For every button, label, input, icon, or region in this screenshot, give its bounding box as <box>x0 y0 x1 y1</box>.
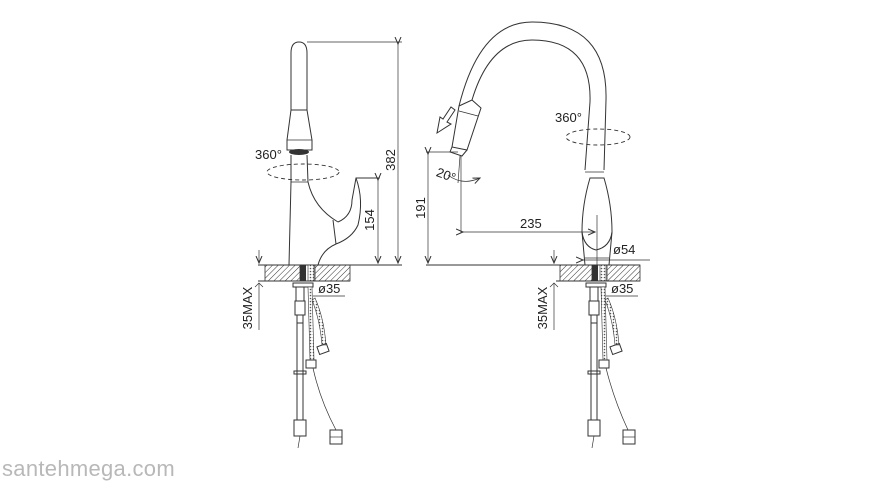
dim-o54: ø54 <box>613 242 635 257</box>
dim-235: 235 <box>520 216 542 231</box>
pull-out-arrow-icon <box>436 106 456 135</box>
dim-191: 191 <box>413 197 428 219</box>
right-side-view: 360° 20° 191 235 ø54 35MAX <box>413 21 650 449</box>
dim-154: 154 <box>362 209 377 231</box>
dim-35max-left: 35MAX <box>240 286 255 329</box>
dim-o35-right: ø35 <box>611 281 633 296</box>
watermark: santehmega.com <box>2 456 175 481</box>
dim-382: 382 <box>383 149 398 171</box>
left-side-view: 382 154 360° 35MAX ø35 <box>240 42 402 449</box>
dim-35max-right: 35MAX <box>535 286 550 329</box>
tilt-angle-label: 20° <box>434 164 458 185</box>
rotation-label-left: 360° <box>255 147 282 162</box>
rotation-label-right: 360° <box>555 110 582 125</box>
dim-o35-left: ø35 <box>318 281 340 296</box>
aerator-icon <box>289 149 309 155</box>
